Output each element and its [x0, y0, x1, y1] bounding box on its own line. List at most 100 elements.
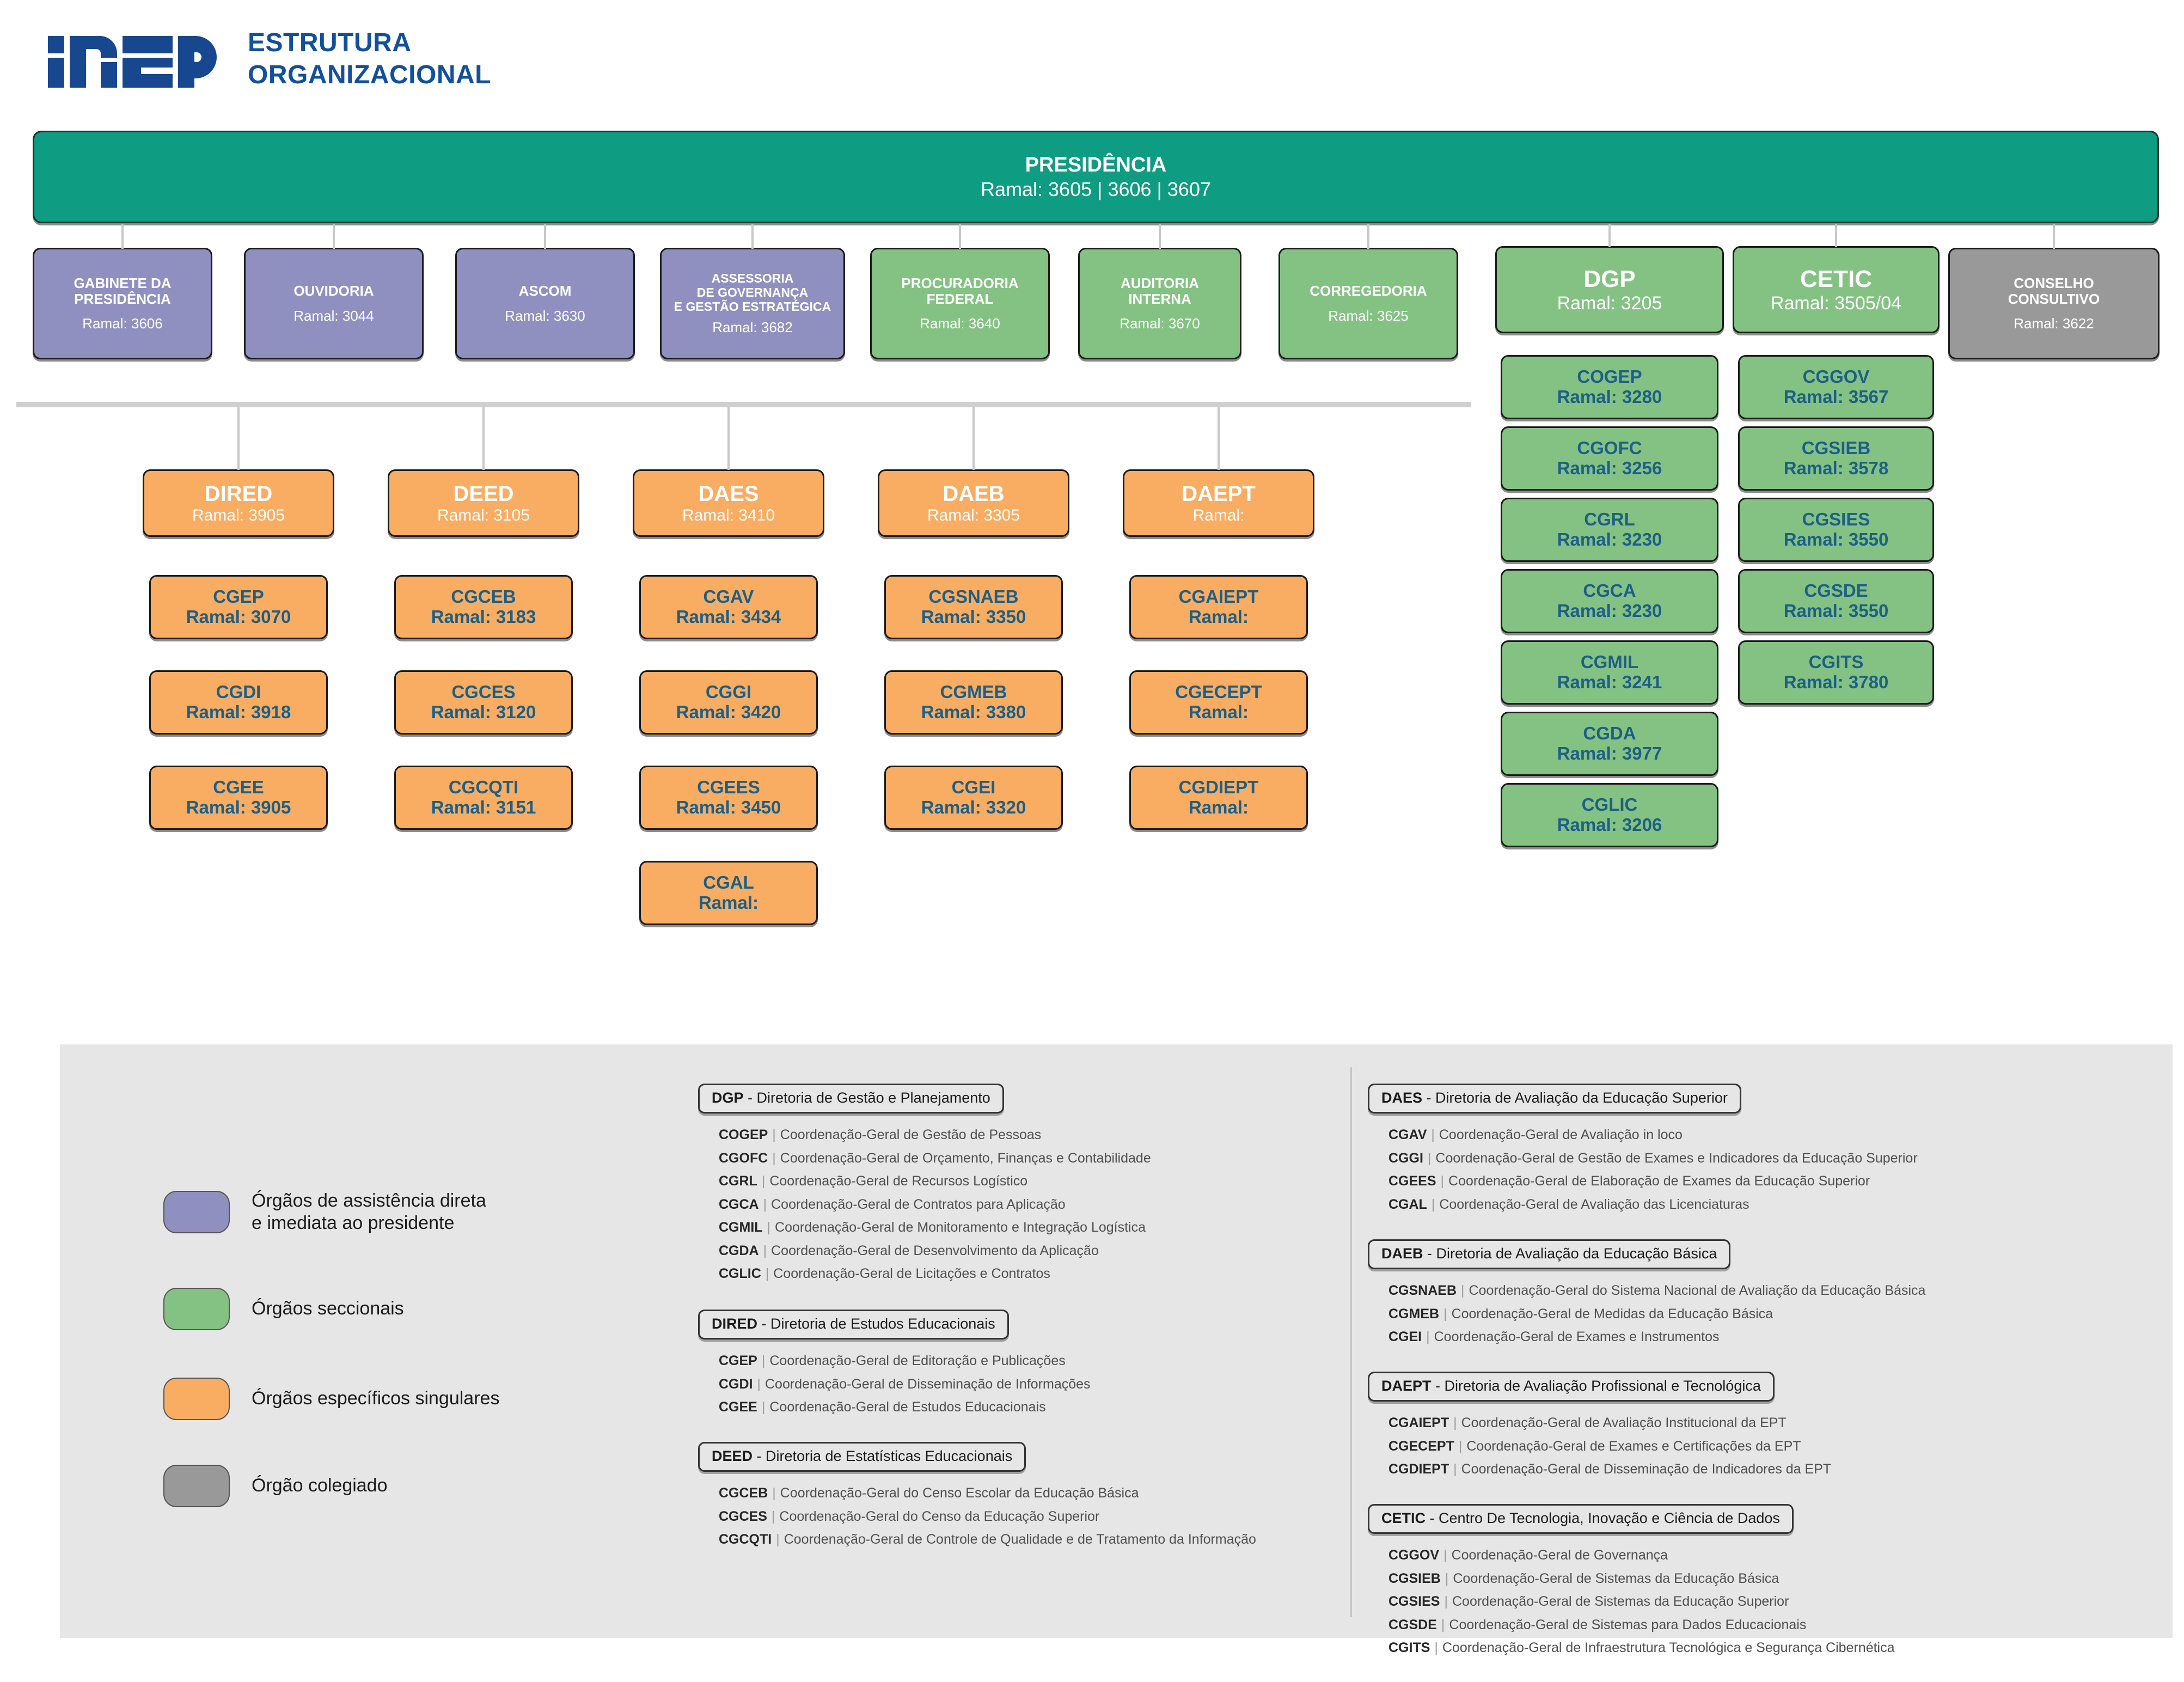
node-extension: Ramal: 3183 [431, 607, 536, 627]
connector-line [482, 407, 485, 470]
node-extension: Ramal: 3120 [431, 702, 536, 722]
node-extension: Ramal: 3256 [1557, 458, 1662, 478]
node-extension: Ramal: 3640 [920, 315, 1000, 332]
definition-separator: | [772, 1485, 776, 1501]
definition-separator: | [761, 1399, 766, 1415]
definition-row: CGMEB|Coordenação-Geral de Medidas da Ed… [1388, 1302, 1925, 1326]
node-extension: Ramal: 3206 [1557, 815, 1662, 835]
node-extension: Ramal: 3241 [1557, 672, 1662, 692]
definition-description: Coordenação-Geral de Gestão de Exames e … [1435, 1150, 1918, 1166]
node-extension: Ramal: 3205 [1557, 292, 1662, 314]
definition-row: CGDIEPT|Coordenação-Geral de Disseminaçã… [1388, 1458, 1831, 1481]
definition-description: Coordenação-Geral de Disseminação de Inf… [765, 1376, 1091, 1392]
connector-line [237, 407, 240, 470]
definition-group-acronym: DAEB [1381, 1245, 1423, 1262]
node-extension: Ramal: 3230 [1557, 529, 1662, 549]
definition-separator: | [1426, 1329, 1430, 1344]
definition-separator: | [1443, 1548, 1447, 1563]
definition-description: Coordenação-Geral de Avaliação in loco [1439, 1127, 1683, 1142]
definition-acronym: CGDIEPT [1388, 1461, 1449, 1477]
definition-description: Coordenação-Geral de Sistemas para Dados… [1449, 1617, 1807, 1632]
node-extension: Ramal: [1188, 702, 1249, 722]
definition-acronym: CGGI [1388, 1150, 1423, 1166]
definition-description: Coordenação-Geral de Licitações e Contra… [773, 1266, 1050, 1281]
definition-list: CGEP|Coordenação-Geral de Editoração e P… [698, 1349, 1091, 1419]
node-extension: Ramal: 3410 [682, 506, 775, 524]
definition-group-title: DEED - Diretoria de Estatísticas Educaci… [698, 1442, 1026, 1472]
definition-acronym: CGSDE [1388, 1617, 1437, 1632]
definition-group-name: - Diretoria de Estudos Educacionais [757, 1316, 995, 1332]
definition-description: Coordenação-Geral de Exames e Certificaç… [1466, 1438, 1801, 1454]
node-extension: Ramal: 3151 [431, 797, 536, 817]
node-extension: Ramal: 3305 [927, 506, 1020, 524]
page-header: ESTRUTURA ORGANIZACIONAL [0, 0, 2184, 114]
inep-logo-icon [48, 36, 217, 88]
definition-group-acronym: DGP [712, 1090, 744, 1106]
definition-row: CGEE|Coordenação-Geral de Estudos Educac… [719, 1396, 1091, 1419]
definition-description: Coordenação-Geral de Governança [1451, 1548, 1668, 1563]
definition-group-name: - Centro De Tecnologia, Inovação e Ciênc… [1426, 1510, 1780, 1526]
definition-group-acronym: DEED [712, 1448, 753, 1464]
definition-row: CGEI|Coordenação-Geral de Exames e Instr… [1388, 1325, 1925, 1349]
legend-label: Órgão colegiado [252, 1475, 388, 1496]
node-extension: Ramal: 3550 [1783, 529, 1889, 549]
definition-description: Coordenação-Geral do Censo Escolar da Ed… [780, 1485, 1139, 1501]
definition-group: DAES - Diretoria de Avaliação da Educaçã… [1368, 1084, 1918, 1216]
definition-group-title: DIRED - Diretoria de Estudos Educacionai… [698, 1310, 1009, 1340]
definition-acronym: CGCES [719, 1508, 767, 1524]
definition-separator: | [1427, 1150, 1431, 1166]
definition-list: CGCEB|Coordenação-Geral do Censo Escolar… [698, 1482, 1256, 1551]
definition-row: CGLIC|Coordenação-Geral de Licitações e … [719, 1262, 1151, 1286]
definition-acronym: CGCQTI [719, 1532, 772, 1547]
definition-description: Coordenação-Geral de Exames e Instrument… [1434, 1329, 1720, 1344]
node-name: DEED [453, 481, 514, 506]
definition-row: CGDI|Coordenação-Geral de Disseminação d… [719, 1373, 1091, 1396]
